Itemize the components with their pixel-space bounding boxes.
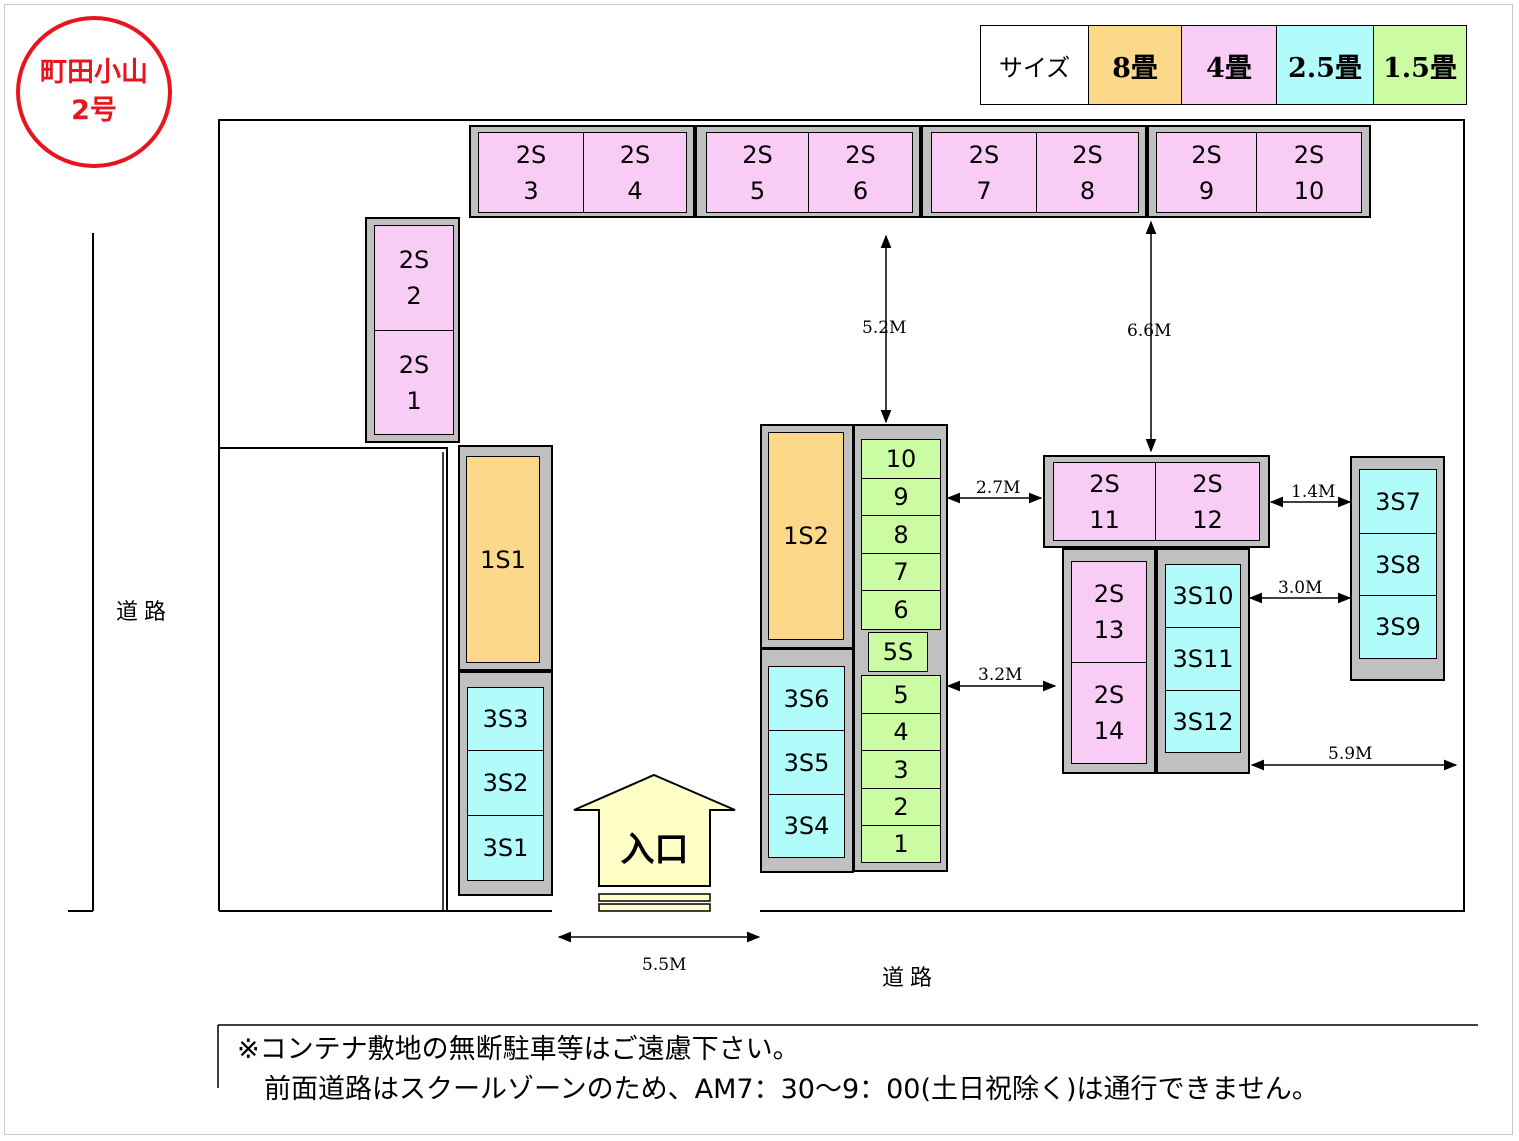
unit-1s2[interactable]: 1S2 [768, 432, 844, 640]
unit-label: 2S [515, 140, 547, 169]
dim-2-7m: 2.7M [976, 478, 1021, 498]
dim-3-2m: 3.2M [978, 665, 1023, 685]
neighbor-boundary [219, 447, 448, 911]
legend-8jo: 8畳 [1088, 26, 1181, 104]
legend-4jo: 4畳 [1181, 26, 1276, 104]
unit-number: 5 [749, 176, 766, 205]
unit-label: 2S [968, 140, 1000, 169]
size-legend: サイズ 8畳 4畳 2.5畳 1.5畳 [980, 25, 1467, 105]
dim-5-5m: 5.5M [642, 955, 687, 975]
unit-small-1[interactable]: 1 [861, 825, 941, 863]
legend-header: サイズ [981, 26, 1088, 104]
entrance-step-1 [598, 893, 711, 902]
unit-label: 2S [1093, 580, 1125, 608]
unit-number: 1 [406, 386, 422, 415]
road-label-bottom: 道路 [882, 966, 939, 991]
unit-small-9[interactable]: 9 [861, 478, 941, 516]
unit-small-6[interactable]: 6 [861, 590, 941, 630]
unit-small-5[interactable]: 5 [861, 675, 941, 714]
dim-1-4m: 1.4M [1291, 482, 1336, 502]
unit-number: 3 [523, 176, 539, 205]
unit-3s6[interactable]: 3S6 [768, 666, 845, 731]
unit-label: 2S [398, 246, 430, 274]
unit-number: 6 [852, 176, 869, 205]
note-line-1: ※コンテナ敷地の無断駐車等はご遠慮下さい。 [237, 1034, 800, 1065]
unit-number: 14 [1093, 717, 1125, 745]
dim-6-6m: 6.6M [1127, 321, 1172, 341]
unit-number: 4 [627, 176, 643, 205]
unit-number: 7 [976, 176, 992, 205]
badge-line1: 町田小山 [40, 57, 148, 88]
site-badge: 町田小山 2号 [16, 16, 172, 168]
legend-1-5jo: 1.5畳 [1373, 26, 1466, 104]
unit-label: 2S [1093, 681, 1125, 709]
dim-5-2m: 5.2M [862, 318, 907, 338]
unit-number: 2 [406, 282, 422, 310]
unit-number: 11 [1089, 505, 1120, 534]
unit-small-7[interactable]: 7 [861, 553, 941, 591]
entrance-step-2 [598, 903, 711, 912]
unit-number: 13 [1093, 616, 1125, 644]
unit-3s8[interactable]: 3S8 [1359, 533, 1437, 596]
unit-label: 2S [398, 350, 430, 379]
unit-label: 2S [619, 140, 651, 169]
unit-label: 2S [1192, 469, 1223, 498]
unit-small-2[interactable]: 2 [861, 788, 941, 826]
unit-label: 2S [742, 140, 773, 169]
unit-number: 9 [1198, 176, 1215, 205]
unit-number: 8 [1079, 176, 1096, 205]
unit-3s5[interactable]: 3S5 [768, 730, 845, 795]
unit-small-4[interactable]: 4 [861, 713, 941, 751]
unit-small-3[interactable]: 3 [861, 750, 941, 789]
unit-5s[interactable]: 5S [868, 632, 928, 672]
unit-number: 12 [1192, 505, 1223, 534]
unit-3s3[interactable]: 3S3 [467, 687, 544, 751]
notes: ※コンテナ敷地の無断駐車等はご遠慮下さい。 前面道路はスクールゾーンのため、AM… [237, 1030, 1319, 1110]
dim-3-0m: 3.0M [1278, 578, 1323, 598]
unit-3s10[interactable]: 3S10 [1165, 564, 1241, 628]
unit-3s9[interactable]: 3S9 [1359, 595, 1437, 659]
unit-1s1[interactable]: 1S1 [466, 456, 540, 663]
road-label-left: 道路 [116, 600, 173, 625]
unit-3s7[interactable]: 3S7 [1359, 469, 1437, 534]
unit-3s11[interactable]: 3S11 [1165, 627, 1241, 691]
entrance-label: 入口 [620, 830, 689, 870]
unit-label: 2S [845, 140, 876, 169]
legend-2-5jo: 2.5畳 [1276, 26, 1373, 104]
unit-label: 2S [1191, 140, 1222, 169]
unit-label: 2S [1293, 140, 1325, 169]
unit-small-10[interactable]: 10 [861, 439, 941, 479]
page-frame [4, 4, 1513, 1135]
lot-boundary [218, 119, 1465, 912]
dim-5-9m: 5.9M [1328, 744, 1373, 764]
unit-label: 2S [1072, 140, 1103, 169]
unit-number: 10 [1293, 176, 1325, 205]
unit-label: 2S [1089, 469, 1120, 498]
unit-small-8[interactable]: 8 [861, 515, 941, 554]
badge-line2: 2号 [71, 95, 117, 126]
unit-3s1[interactable]: 3S1 [467, 815, 544, 881]
unit-3s12[interactable]: 3S12 [1165, 690, 1241, 753]
unit-3s4[interactable]: 3S4 [768, 794, 845, 858]
entrance-arrow [573, 773, 736, 887]
unit-3s2[interactable]: 3S2 [467, 750, 544, 816]
note-line-2: 前面道路はスクールゾーンのため、AM7：30～9：00(土日祝除く)は通行できま… [237, 1074, 1319, 1105]
